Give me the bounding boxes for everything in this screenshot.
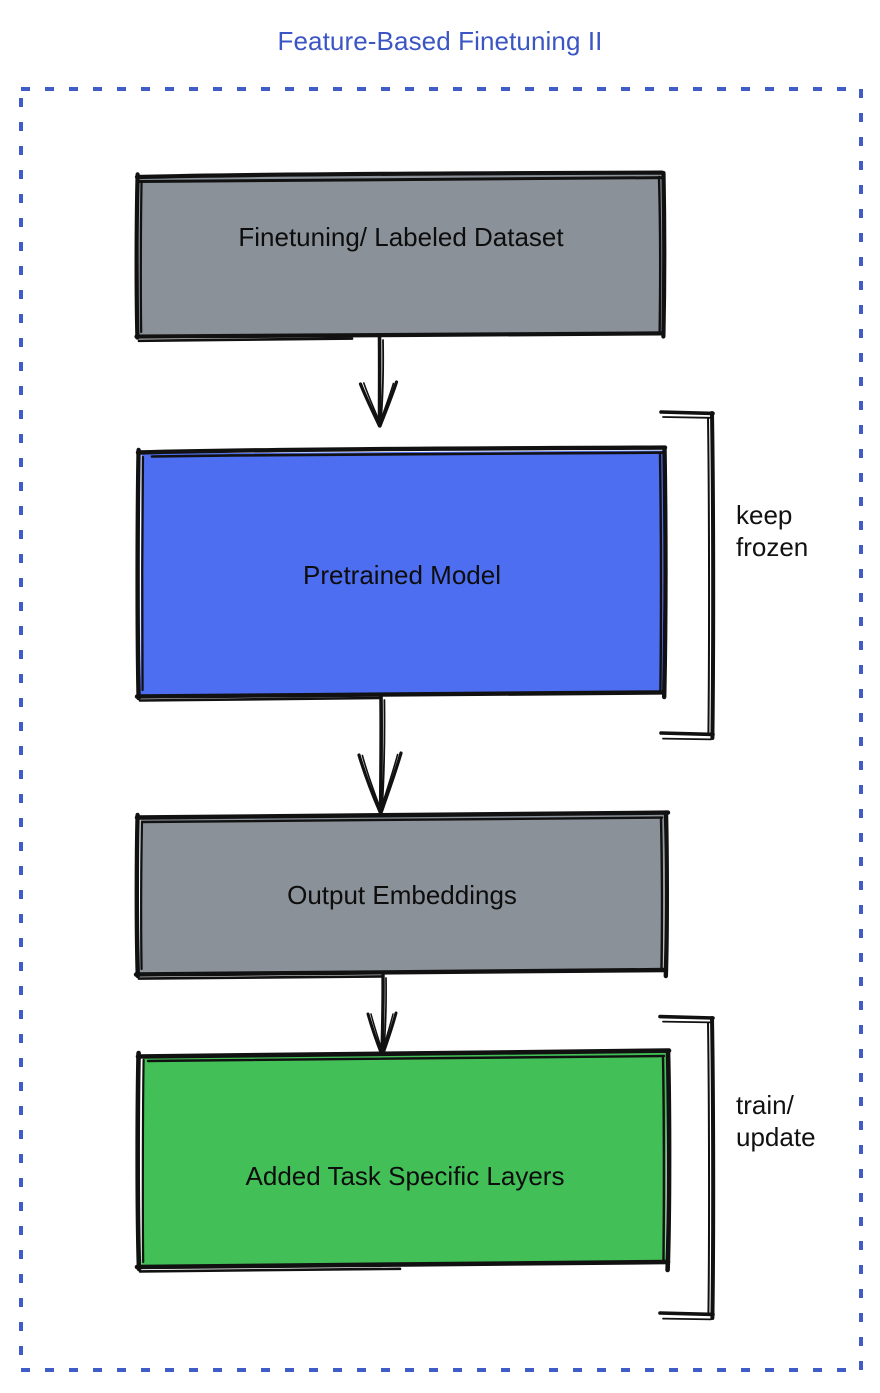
node-pretrained-model-outline-e	[134, 690, 667, 699]
node-task-layers-outline-h	[141, 1058, 145, 1264]
node-output-embeddings-fill	[139, 814, 664, 974]
node-pretrained-model-hit[interactable]	[137, 448, 666, 699]
node-output-embeddings-hit[interactable]	[136, 813, 667, 977]
node-task-layers-outline-c	[665, 1048, 672, 1273]
node-dataset-outline-f	[137, 337, 354, 343]
node-pretrained-model-fill	[140, 450, 664, 696]
edge-model-to-embeddings-arrowhead-left	[357, 753, 383, 815]
node-output-embeddings-outline-f	[137, 975, 384, 980]
bracket-train-update-spine2	[707, 1022, 711, 1315]
edge-dataset-to-model-shaft2	[380, 339, 385, 421]
edge-embeddings-to-layers	[366, 973, 398, 1057]
node-output-embeddings-outline-h	[140, 820, 144, 971]
node-task-layers-hit[interactable]	[137, 1051, 670, 1270]
bracket-train-update	[658, 1014, 716, 1321]
node-task-layers-fill	[141, 1052, 667, 1267]
node-task-layers-outline-f	[138, 1267, 402, 1273]
edge-dataset-to-model-arrowhead-left2	[363, 382, 382, 425]
node-pretrained-model-outline-f	[138, 696, 382, 702]
page-title: Feature-Based Finetuning II	[277, 26, 603, 56]
bracket-keep-frozen-arm-top	[659, 410, 715, 416]
node-pretrained-model[interactable]	[134, 445, 668, 702]
dashed-container-frame	[19, 87, 863, 1372]
node-task-layers-outline-g	[135, 1050, 142, 1272]
bracket-keep-frozen	[659, 410, 716, 741]
bracket-keep-frozen-arm-bottom2	[662, 737, 712, 741]
node-output-embeddings-outline-b	[140, 816, 664, 824]
node-dataset-outline-a	[134, 170, 665, 180]
node-dataset-outline-d	[657, 175, 662, 336]
node-output-embeddings-outline-e	[133, 967, 669, 977]
edge-dataset-to-model-arrowhead-left	[358, 382, 382, 428]
bracket-keep-frozen-arm-top2	[662, 416, 711, 419]
node-dataset-outline-b	[137, 176, 666, 183]
node-pretrained-model-outline-g	[135, 447, 141, 701]
edge-embeddings-to-layers-arrowhead-left	[366, 1012, 384, 1057]
edge-model-to-embeddings-arrowhead-right2	[379, 753, 399, 812]
node-dataset-hit[interactable]	[137, 172, 665, 340]
edge-model-to-embeddings-shaft2	[381, 699, 386, 811]
node-task-layers-outline-d	[661, 1056, 666, 1265]
node-task-layers[interactable]	[134, 1048, 672, 1273]
bracket-keep-frozen-spine	[710, 411, 716, 740]
node-output-embeddings-outline-g	[134, 812, 140, 979]
edge-embeddings-to-layers-arrowhead-right2	[381, 1013, 394, 1054]
edge-model-to-embeddings-arrowhead-left2	[361, 754, 383, 813]
edge-embeddings-to-layers-shaft	[380, 973, 385, 1056]
node-task-layers-outline-b	[146, 1054, 666, 1063]
edge-model-to-embeddings-arrowhead-right	[379, 751, 403, 815]
node-dataset[interactable]	[134, 170, 667, 343]
node-dataset-outline-g	[134, 172, 140, 340]
bracket-train-update-arm-bottom	[658, 1311, 715, 1317]
node-pretrained-model-outline-h	[141, 455, 145, 692]
edge-dataset-to-model-arrowhead-right2	[379, 382, 395, 425]
edge-dataset-to-model	[358, 335, 399, 428]
bracket-keep-frozen-arm-bottom	[659, 731, 715, 737]
bracket-train-update-spine	[710, 1016, 716, 1320]
node-output-embeddings-outline-a	[134, 810, 671, 820]
node-output-embeddings-outline-c	[663, 810, 669, 979]
node-pretrained-model-outline-c	[662, 445, 668, 700]
node-output-embeddings-outline-d	[659, 816, 664, 973]
node-task-layers-outline-a	[135, 1048, 672, 1059]
node-dataset-outline-h	[139, 179, 143, 334]
node-dataset-fill	[138, 173, 664, 336]
bracket-keep-frozen-spine2	[707, 417, 711, 735]
node-dataset-outline-c	[661, 170, 667, 339]
node-pretrained-model-outline-d	[658, 452, 663, 694]
edge-dataset-to-model-arrowhead-right	[378, 380, 399, 428]
annotation-train-update: train/ update	[736, 1090, 816, 1152]
node-task-layers-outline-e	[134, 1259, 671, 1270]
node-pretrained-model-outline-b	[150, 451, 665, 458]
edge-model-to-embeddings	[357, 695, 403, 815]
annotation-keep-frozen: keep frozen	[736, 500, 809, 562]
bracket-train-update-arm-bottom2	[662, 1317, 712, 1321]
edge-model-to-embeddings-shaft	[378, 695, 384, 814]
node-dataset-outline-e	[134, 331, 666, 339]
bracket-train-update-arm-top2	[662, 1020, 711, 1024]
node-pretrained-model-outline-a	[135, 445, 668, 455]
node-output-embeddings[interactable]	[133, 810, 671, 980]
bracket-train-update-arm-top	[658, 1014, 715, 1020]
